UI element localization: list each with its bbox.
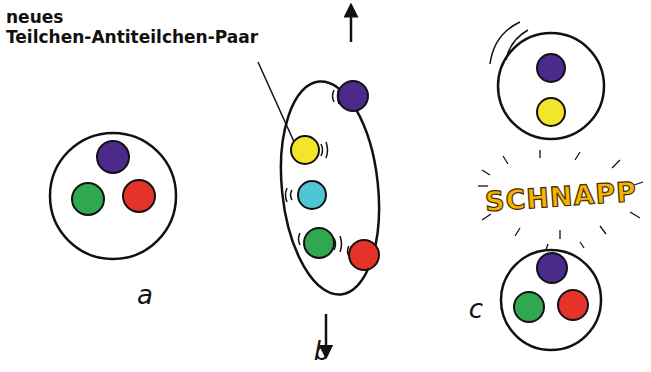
stretch-arrow (350, 10, 353, 42)
panel-letter: b (314, 337, 331, 367)
stretched-ellipse (271, 77, 389, 300)
panel-letter: a (137, 281, 153, 311)
baryon-circle (501, 250, 601, 350)
motion-marks (286, 22, 529, 256)
callout-note: neues Teilchen-Antiteilchen-Paar (6, 8, 261, 47)
baryon-circle (50, 133, 176, 259)
leader-line (258, 62, 295, 144)
panel-letter: c (469, 295, 483, 325)
snap-word: SCHNAPP (484, 176, 638, 218)
meson-circle (498, 33, 604, 139)
snap-spikes (478, 150, 643, 250)
